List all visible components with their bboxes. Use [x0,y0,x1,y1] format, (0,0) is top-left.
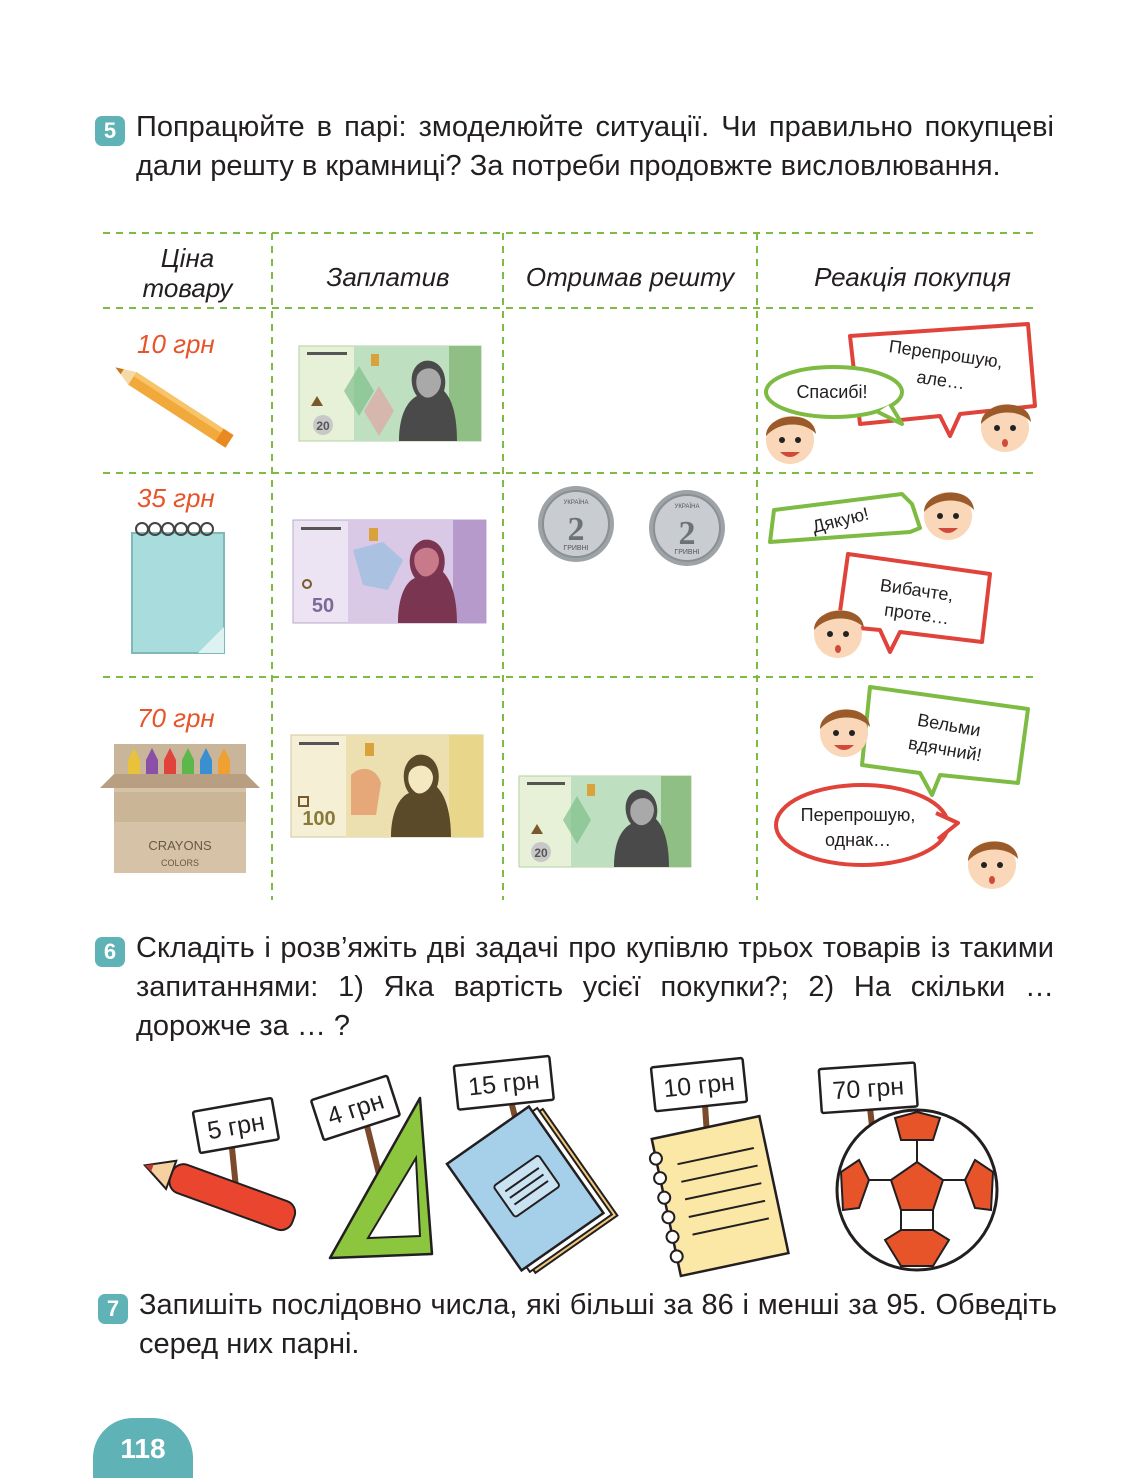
row1-reaction: Перепрошую, але… Спасибі! [764,322,1037,464]
task-6-text: Складіть і розв’яжіть дві задачі про куп… [136,932,1054,1042]
svg-text:УКРАЇНА: УКРАЇНА [675,503,700,510]
bubble-red-row1: Перепрошую, але… [848,322,1037,438]
header-reaction: Реакція покупця [814,262,1011,292]
boy-face-icon [814,610,864,658]
boy-face-icon [968,841,1018,889]
page-number: 118 [93,1418,193,1478]
row2-reaction: Дякую! Вибачте, проте… [768,492,992,658]
boy-face-icon [820,709,870,757]
bubble-green-row3: Вельми вдячний! [860,685,1030,797]
task-5-number: 5 [95,116,125,146]
task-7-number: 7 [98,1294,128,1324]
row2-price: 35 грн [137,483,215,513]
svg-text:70 грн: 70 грн [832,1072,905,1105]
pencil-icon [115,367,234,448]
boy-face-icon [924,492,974,540]
svg-text:Перепрошую,: Перепрошую, [801,805,916,825]
boy-face-icon [766,416,816,464]
triangle-ruler-icon: 4 грн [310,1074,434,1260]
svg-text:УКРАЇНА: УКРАЇНА [564,499,589,506]
banknote-20-icon: 20 [298,345,482,442]
notebook-icon: 15 грн [445,1054,619,1275]
row1-price: 10 грн [137,329,215,359]
bubble-green-row1: Спасибі! [764,365,904,426]
crayons-box-icon: CRAYONS COLORS [100,744,260,873]
soccer-ball-icon: 70 грн [817,1061,999,1272]
header-paid: Заплатив [326,262,450,292]
row3-reaction: Вельми вдячний! Перепрошую, однак… [774,685,1030,889]
svg-text:ГРИВНІ: ГРИВНІ [674,549,699,556]
svg-text:ГРИВНІ: ГРИВНІ [563,545,588,552]
svg-text:20: 20 [534,846,548,860]
coin-2-icon: УКРАЇНА 2 ГРИВНІ [649,490,725,566]
svg-text:COLORS: COLORS [161,858,199,868]
task-6-number: 6 [95,937,125,967]
svg-text:20: 20 [316,419,330,433]
bubble-red-row2: Вибачте, проте… [836,552,992,654]
boy-face-icon [981,404,1031,452]
notepad-icon [131,522,225,654]
header-price: Ціна товару [142,243,233,303]
svg-text:CRAYONS: CRAYONS [148,838,212,853]
red-pencil-icon: 5 грн [142,1096,297,1232]
task-5-text: Попрацюйте в парі: змоделюйте ситуації. … [136,111,1054,182]
header-change: Отримав решту [525,262,735,292]
bubble-red-row3: Перепрошую, однак… [774,783,960,867]
svg-text:2: 2 [568,511,585,548]
task-7-text: Запишіть послідовно числа, які більші за… [139,1289,1057,1360]
svg-text:Спасибі!: Спасибі! [796,382,867,402]
svg-text:2: 2 [679,515,696,552]
svg-text:50: 50 [312,595,334,617]
bubble-green-row2: Дякую! [768,492,922,544]
svg-text:100: 100 [302,808,335,830]
coin-2-icon: УКРАЇНА 2 ГРИВНІ [538,486,614,562]
banknote-20-icon: 20 [518,775,692,868]
svg-text:однак…: однак… [825,830,891,850]
row3-price: 70 грн [137,703,215,733]
spiral-notepad-icon: 10 грн [648,1056,790,1278]
banknote-50-icon: 50 [292,519,487,624]
banknote-100-icon: 100 [290,734,484,838]
